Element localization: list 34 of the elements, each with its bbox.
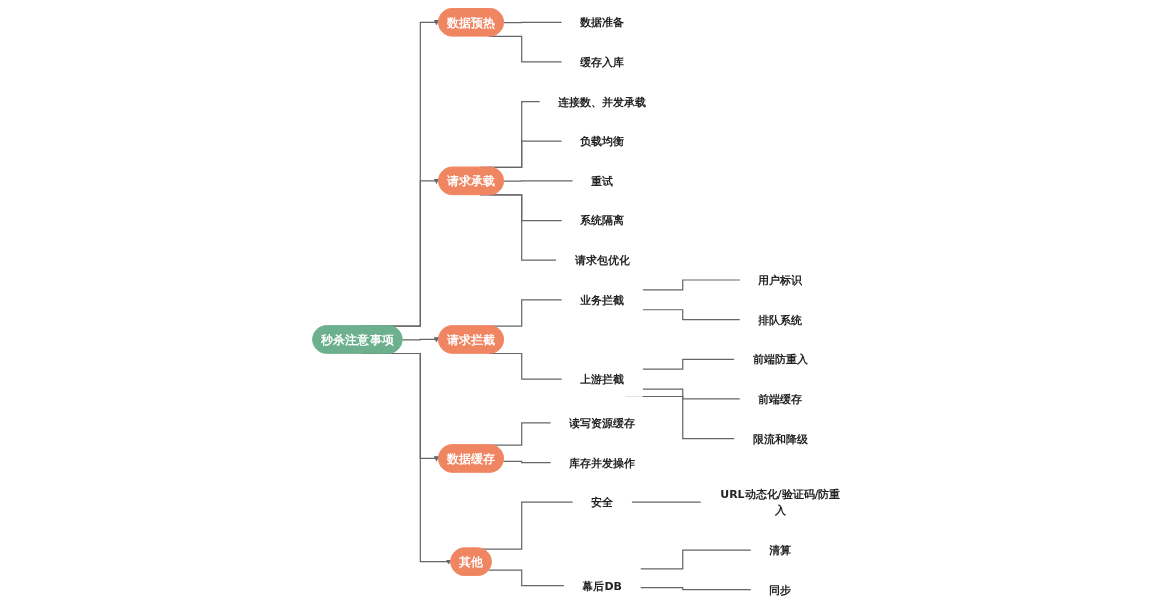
- node-text: 安全: [591, 495, 614, 509]
- node-text: 用户标识: [758, 273, 803, 287]
- node-text: 排队系统: [758, 313, 803, 327]
- connector: [639, 586, 752, 591]
- connector: [488, 569, 566, 587]
- node-text: 缓存入库: [580, 55, 625, 69]
- node-text: 前端防重入: [753, 352, 809, 366]
- node-text: 数据准备: [580, 15, 625, 29]
- arrow: [401, 337, 440, 343]
- connector: [642, 388, 741, 400]
- node-text: 连接数、并发承载: [558, 95, 647, 108]
- node-text: 读写资源缓存: [569, 416, 636, 430]
- connector: [642, 309, 741, 321]
- connector: [639, 549, 752, 570]
- connector: [503, 460, 552, 464]
- node-text: 清算: [769, 543, 792, 557]
- connector: [482, 501, 574, 550]
- connector: [503, 21, 563, 24]
- node-text: 限流和降级: [753, 432, 809, 446]
- node-text: 前端缓存: [758, 392, 803, 406]
- connector: [642, 279, 741, 291]
- connector: [642, 358, 736, 370]
- connector: [503, 180, 574, 182]
- node-text: 系统隔离: [580, 214, 625, 227]
- node-text: 重试: [591, 174, 614, 188]
- node-text: URL动态化/验证码/防重入: [720, 487, 841, 517]
- node-text: 上游拦截: [580, 372, 625, 386]
- node-text: 业务拦截: [580, 293, 625, 307]
- node-text: 幕后DB: [582, 579, 623, 593]
- connector: [631, 501, 702, 503]
- node-text: 请求包优化: [575, 253, 630, 267]
- node-text: 负载均衡: [580, 134, 625, 148]
- node-text: 同步: [769, 583, 792, 597]
- node-text: 库存并发操作: [569, 456, 636, 469]
